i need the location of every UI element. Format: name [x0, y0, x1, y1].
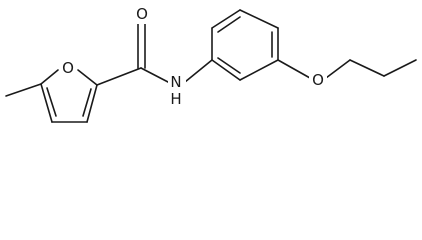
- carbonyl-oxygen-label: O: [136, 5, 148, 23]
- bond-c2-carbonyl: [96, 67, 142, 86]
- bond-furan-o1-c2: [77, 69, 98, 86]
- bond-ring-ether: [277, 59, 311, 79]
- furan-oxygen-atom: O: [59, 57, 77, 77]
- bond-ch2-ch2: [349, 59, 385, 77]
- bond-lines: [5, 9, 417, 123]
- amide-nitrogen-atom: N H: [168, 71, 186, 109]
- bond-carbonyl-n: [140, 67, 169, 83]
- bond-benzene-2-3: [211, 9, 241, 29]
- amide-hydrogen-label: H: [170, 90, 181, 108]
- molecule-structure: O O N H O: [5, 4, 417, 123]
- bond-methyl: [5, 83, 42, 97]
- amide-nitrogen-label: N: [170, 73, 181, 91]
- bond-benzene-5-6: [239, 59, 279, 81]
- bond-n-phenyl: [184, 59, 213, 83]
- bond-benzene-inner-a: [217, 16, 241, 33]
- bond-furan-c2-c3-inner: [82, 88, 92, 117]
- bond-benzene-3-4: [239, 9, 279, 29]
- bond-ether-ch2: [325, 59, 351, 79]
- bond-benzene-6-1: [211, 59, 241, 81]
- ether-oxygen-atom: O: [309, 69, 327, 89]
- ether-oxygen-label: O: [312, 71, 324, 89]
- bond-benzene-inner-c: [217, 57, 241, 74]
- bond-ch2-ch3: [383, 59, 417, 77]
- bond-furan-c4-c5: [40, 83, 53, 123]
- carbonyl-oxygen-atom: O: [133, 4, 151, 24]
- bond-furan-c2-c3: [86, 84, 98, 123]
- bond-furan-c5-o1: [40, 69, 59, 85]
- atom-labels: O O N H O: [59, 4, 327, 109]
- bond-furan-c4-c5-inner: [46, 87, 57, 117]
- furan-oxygen-label: O: [62, 59, 74, 77]
